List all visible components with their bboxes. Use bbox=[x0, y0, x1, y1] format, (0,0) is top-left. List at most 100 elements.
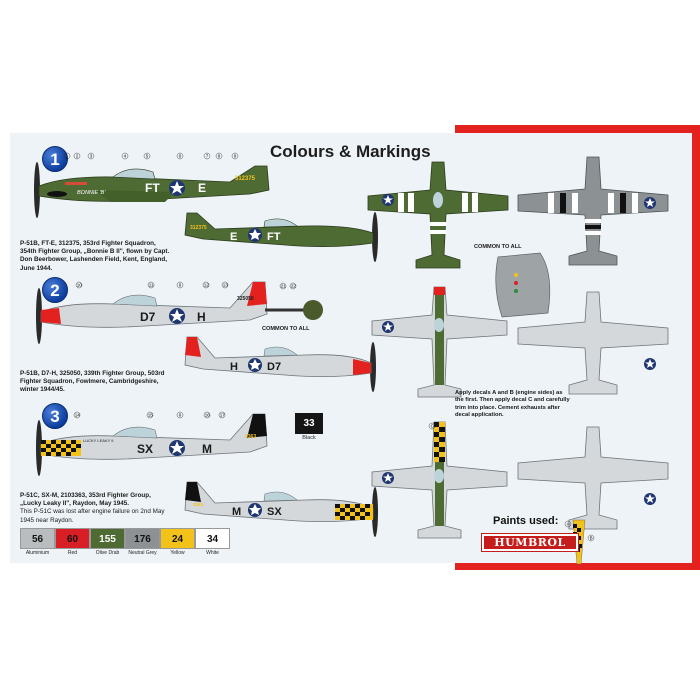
callout-number: 17 bbox=[220, 413, 226, 418]
callout-number: 4 bbox=[124, 154, 127, 159]
antiglare-panel bbox=[435, 462, 444, 526]
swatch-code: 24 bbox=[160, 528, 195, 549]
desc-line: 354th Fighter Group, „Bonnie B II", flow… bbox=[20, 248, 170, 256]
insignia-star bbox=[645, 359, 655, 368]
scheme-3-profile-right: M SX 3363 bbox=[184, 481, 378, 537]
canopy bbox=[112, 294, 158, 307]
red-tail bbox=[185, 337, 201, 357]
scheme-3-top-view: C bbox=[371, 421, 508, 539]
callout-number: 5 bbox=[146, 154, 149, 159]
swatch-name: Neutral Grey bbox=[128, 550, 157, 556]
serial-number: 312375 bbox=[235, 176, 256, 182]
insignia-star bbox=[383, 322, 393, 331]
callout-number: 21 bbox=[281, 284, 287, 289]
propeller bbox=[372, 212, 378, 262]
callout-letter: C bbox=[431, 424, 435, 429]
code-right: M bbox=[232, 506, 241, 518]
callout-number: 3 bbox=[90, 154, 93, 159]
canopy bbox=[433, 192, 443, 208]
scheme-1-top-view bbox=[367, 161, 509, 269]
wing bbox=[95, 190, 175, 202]
scheme-3-badge: 3 bbox=[42, 403, 68, 429]
canopy bbox=[263, 346, 298, 357]
callout-number: 8 bbox=[218, 154, 221, 159]
code-left: D7 bbox=[267, 361, 281, 373]
nose-art-name: BONNIE 'B' bbox=[77, 190, 106, 196]
desc-line: Don Beerbower, Lashenden Field, Kent, En… bbox=[20, 256, 167, 264]
desc-line: June 1944. bbox=[20, 264, 53, 272]
fuselage bbox=[40, 413, 268, 460]
note-line: decal application. bbox=[455, 412, 504, 419]
note-line: trim into place. Cement exhausts after bbox=[455, 404, 561, 411]
insignia-star bbox=[645, 198, 655, 207]
callout-number: 7 bbox=[206, 154, 209, 159]
code-left: SX bbox=[267, 506, 282, 518]
desc-line: Fighter Squadron, Fowlmere, Cambridgeshi… bbox=[20, 378, 159, 386]
black-tail bbox=[185, 482, 201, 502]
serial-number: 312375 bbox=[190, 225, 207, 231]
callout-number: 14 bbox=[75, 413, 81, 418]
checkered-nose bbox=[41, 440, 81, 456]
swatch-neutral-grey: 176 Neutral Grey bbox=[125, 528, 160, 556]
chin-intake bbox=[47, 191, 67, 197]
canopy bbox=[263, 218, 298, 228]
colour-swatches: 56 Aluminium 60 Red 155 Olive Drab 176 N… bbox=[20, 528, 230, 556]
callout-number: 9 bbox=[234, 154, 237, 159]
callouts: 14 15 6 16 17 bbox=[73, 411, 226, 419]
drop-tank-detail: 21 22 bbox=[265, 282, 323, 320]
insignia-star bbox=[383, 195, 393, 204]
desc-line: P-51B, D7-H, 325050, 339th Fighter Group… bbox=[20, 370, 165, 377]
insignia-star bbox=[645, 494, 655, 503]
swatch-code: 56 bbox=[20, 528, 55, 549]
exhaust-stripe bbox=[65, 182, 87, 185]
callout-number: 22 bbox=[291, 284, 297, 289]
swatch-code: 34 bbox=[195, 528, 230, 549]
code-left: D7 bbox=[140, 310, 156, 324]
swatch-code: 176 bbox=[125, 528, 160, 549]
fuselage bbox=[40, 281, 268, 328]
scheme-1-description: P-51B, FT-E, 312375, 353rd Fighter Squad… bbox=[20, 240, 169, 273]
common-detail bbox=[495, 252, 551, 318]
scheme-1-profile-left: FT E 312375 BONNIE 'B' 1 2 3 4 5 6 7 8 9 bbox=[34, 152, 270, 218]
checkered-nose bbox=[335, 504, 373, 520]
insignia-star bbox=[170, 181, 184, 194]
insignia-star bbox=[249, 359, 261, 370]
callout-number: 2 bbox=[76, 154, 79, 159]
desc-line: P-51B, FT-E, 312375, 353rd Fighter Squad… bbox=[20, 240, 156, 247]
callout-letter: B bbox=[590, 536, 593, 541]
airframe bbox=[517, 426, 669, 530]
swatch-name: Yellow bbox=[170, 550, 185, 556]
insignia-star bbox=[383, 473, 393, 482]
canopy bbox=[112, 426, 158, 439]
airframe bbox=[517, 291, 669, 395]
propeller bbox=[34, 162, 40, 218]
serial-number: 325050 bbox=[237, 296, 254, 302]
black-colour-swatch: 33 Black bbox=[295, 413, 323, 441]
red-nose bbox=[353, 359, 371, 375]
scheme-1-profile-right: E FT 312375 bbox=[184, 212, 378, 262]
swatch-red: 60 Red bbox=[55, 528, 90, 556]
scheme-2-profile-right: H D7 bbox=[184, 336, 376, 392]
callouts: 1 2 3 4 5 6 7 8 9 bbox=[63, 152, 239, 160]
callout-letter: A bbox=[567, 522, 570, 527]
insignia-star bbox=[249, 504, 261, 515]
panel-detail bbox=[495, 252, 551, 318]
swatch-code: 155 bbox=[90, 528, 125, 549]
callout-number: 11 bbox=[149, 283, 154, 288]
code-left: FT bbox=[267, 231, 281, 243]
scheme-1-underside-view bbox=[517, 156, 669, 266]
callout-number: 16 bbox=[205, 413, 211, 418]
desc-line: P-51C, SX-M, 2103363, 353rd Fighter Grou… bbox=[20, 492, 151, 499]
swatch-white: 34 White bbox=[195, 528, 230, 556]
scheme-3-profile-left: SX M LUCKY LEAKY II 3363 14 15 6 16 17 bbox=[36, 411, 268, 476]
airframe bbox=[367, 161, 509, 269]
propeller bbox=[370, 342, 376, 392]
swatch-olive-drab: 155 Olive Drab bbox=[90, 528, 125, 556]
red-nose bbox=[41, 308, 61, 324]
swatch-code: 60 bbox=[55, 528, 90, 549]
desc-line: winter 1944/45. bbox=[20, 386, 65, 394]
propeller bbox=[372, 487, 378, 537]
note-line: Apply decals A and B (engine sides) as bbox=[455, 390, 563, 396]
fuselage bbox=[38, 165, 270, 202]
callout-number: 6 bbox=[179, 413, 182, 418]
